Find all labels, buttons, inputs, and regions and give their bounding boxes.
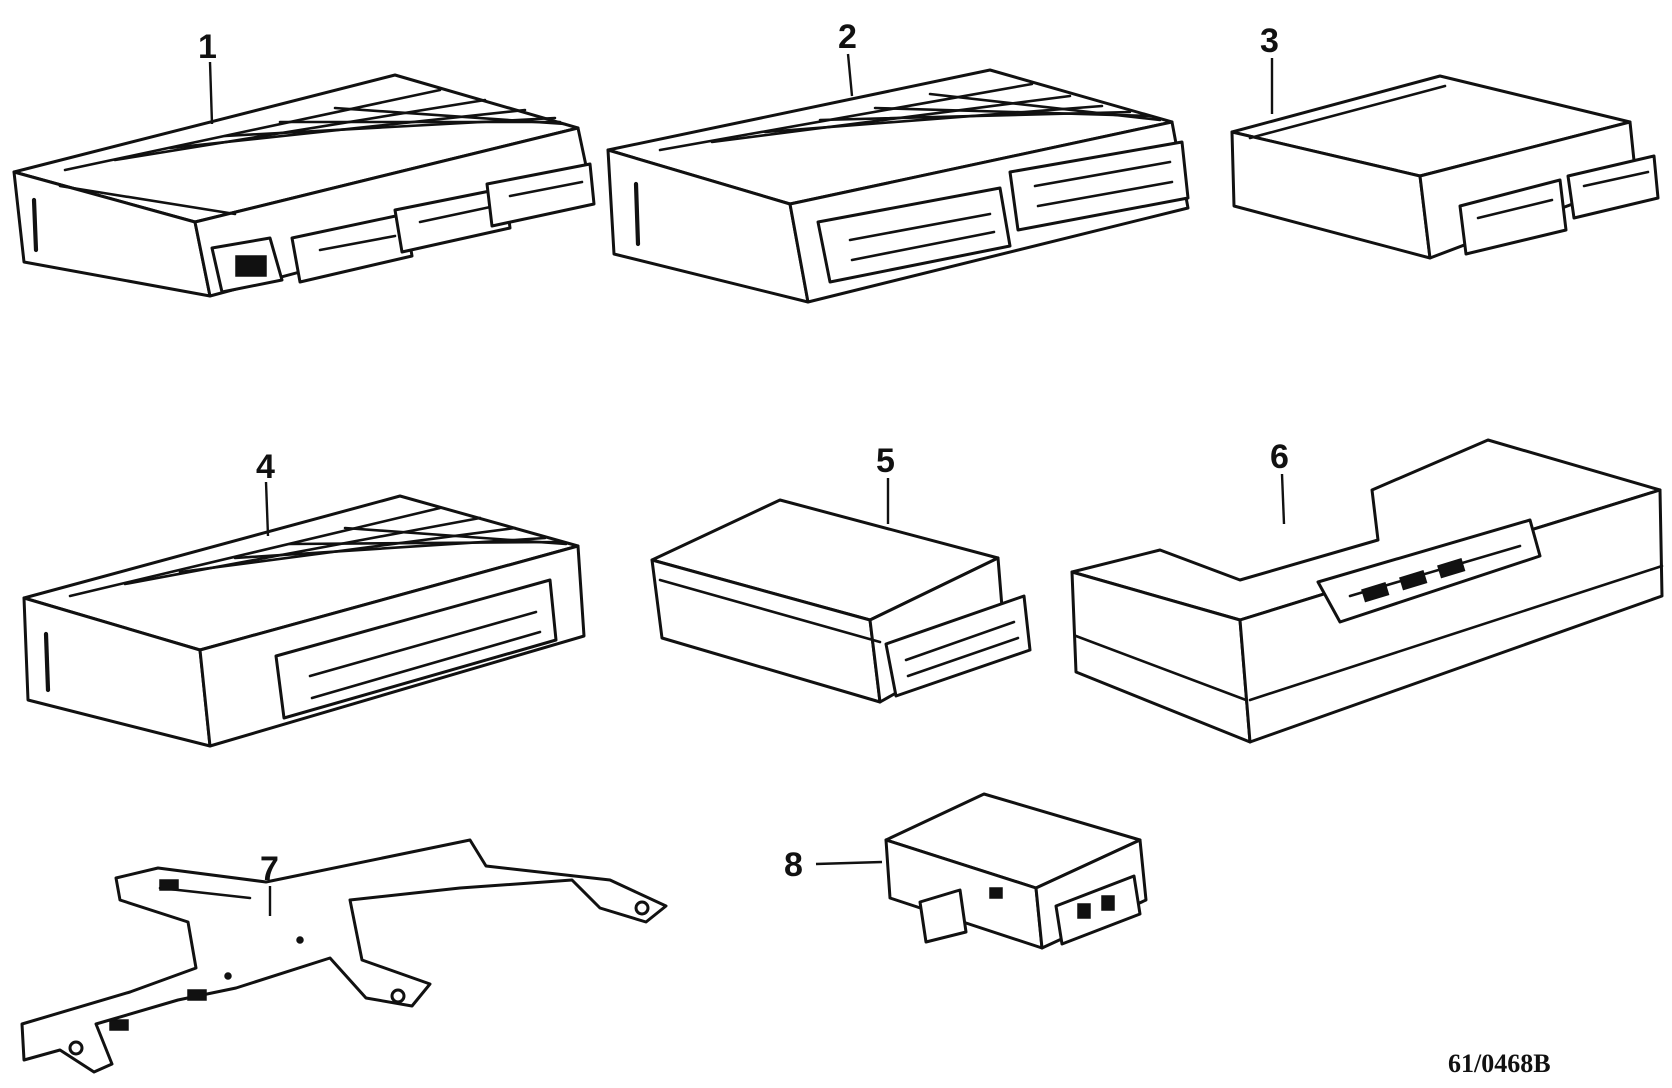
callout-2: 2 bbox=[838, 18, 857, 56]
callout-8: 8 bbox=[784, 846, 803, 884]
callout-7: 7 bbox=[260, 850, 279, 888]
part-2-control-unit: 2 bbox=[606, 18, 1190, 304]
callout-4: 4 bbox=[256, 448, 275, 486]
part-5-control-unit: 5 bbox=[650, 442, 1032, 704]
part-4-control-unit: 4 bbox=[22, 448, 586, 748]
part-8-control-unit: 8 bbox=[784, 792, 1148, 950]
callout-6: 6 bbox=[1270, 438, 1289, 476]
part-7-bracket: 7 bbox=[20, 838, 668, 1074]
callout-5: 5 bbox=[876, 442, 895, 480]
part-3-control-unit: 3 bbox=[1230, 22, 1660, 260]
figure-code: 61/0468B bbox=[1448, 1049, 1551, 1078]
callout-3: 3 bbox=[1260, 22, 1279, 60]
callout-1: 1 bbox=[198, 28, 217, 66]
part-6-control-unit: 6 bbox=[1070, 438, 1664, 744]
part-1-control-unit: 1 bbox=[12, 28, 596, 298]
